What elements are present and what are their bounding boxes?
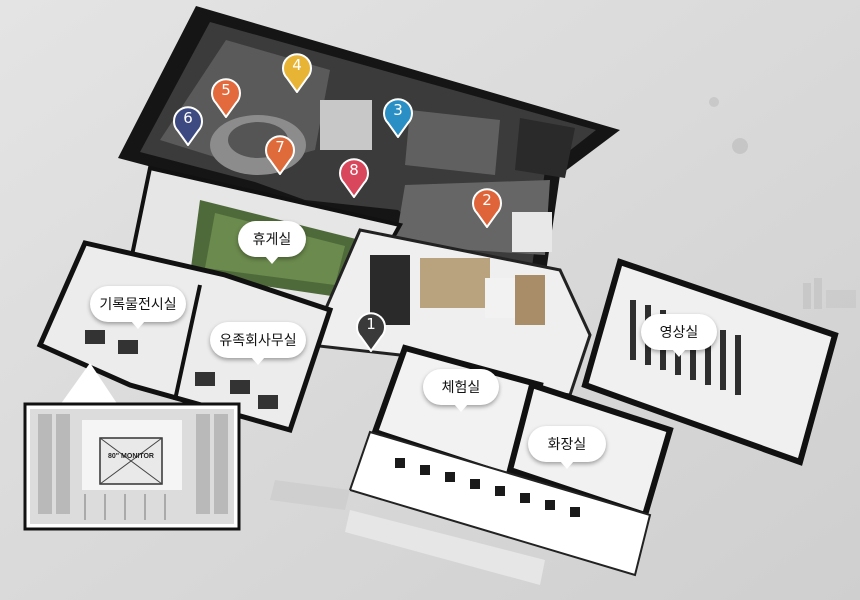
- marker-number: 8: [349, 161, 359, 179]
- marker-3[interactable]: 3: [380, 96, 416, 138]
- marker-number: 2: [482, 191, 492, 209]
- marker-number: 7: [275, 138, 285, 156]
- marker-2[interactable]: 2: [469, 186, 505, 228]
- marker-4[interactable]: 4: [279, 51, 315, 93]
- lobby-block: [307, 228, 592, 397]
- marker-number: 1: [366, 315, 376, 333]
- room-label-rest[interactable]: 휴게실: [238, 221, 306, 257]
- map-pin-icon: [173, 106, 203, 146]
- monitor-inset: [23, 363, 241, 531]
- map-pin-icon: [356, 312, 386, 352]
- room-label-experience[interactable]: 체험실: [423, 369, 499, 405]
- marker-number: 5: [221, 81, 231, 99]
- marker-7[interactable]: 7: [262, 133, 298, 175]
- marker-5[interactable]: 5: [208, 76, 244, 118]
- marker-6[interactable]: 6: [170, 104, 206, 146]
- room-label-family-office[interactable]: 유족회사무실: [210, 322, 306, 358]
- marker-8[interactable]: 8: [336, 156, 372, 198]
- marker-number: 3: [393, 101, 403, 119]
- monitor-label: 80" MONITOR: [108, 453, 154, 460]
- background-logo: [803, 278, 856, 309]
- map-pin-icon: [265, 135, 295, 175]
- room-label-restroom[interactable]: 화장실: [528, 426, 606, 462]
- map-pin-icon: [282, 53, 312, 93]
- room-label-records[interactable]: 기록물전시실: [90, 286, 186, 322]
- marker-number: 4: [292, 56, 302, 74]
- map-pin-icon: [472, 188, 502, 228]
- marker-1[interactable]: 1: [353, 310, 389, 352]
- room-label-video[interactable]: 영상실: [641, 314, 717, 350]
- map-pin-icon: [383, 98, 413, 138]
- marker-number: 6: [183, 109, 193, 127]
- front-facade: [270, 430, 652, 585]
- map-pin-icon: [211, 78, 241, 118]
- map-pin-icon: [339, 158, 369, 198]
